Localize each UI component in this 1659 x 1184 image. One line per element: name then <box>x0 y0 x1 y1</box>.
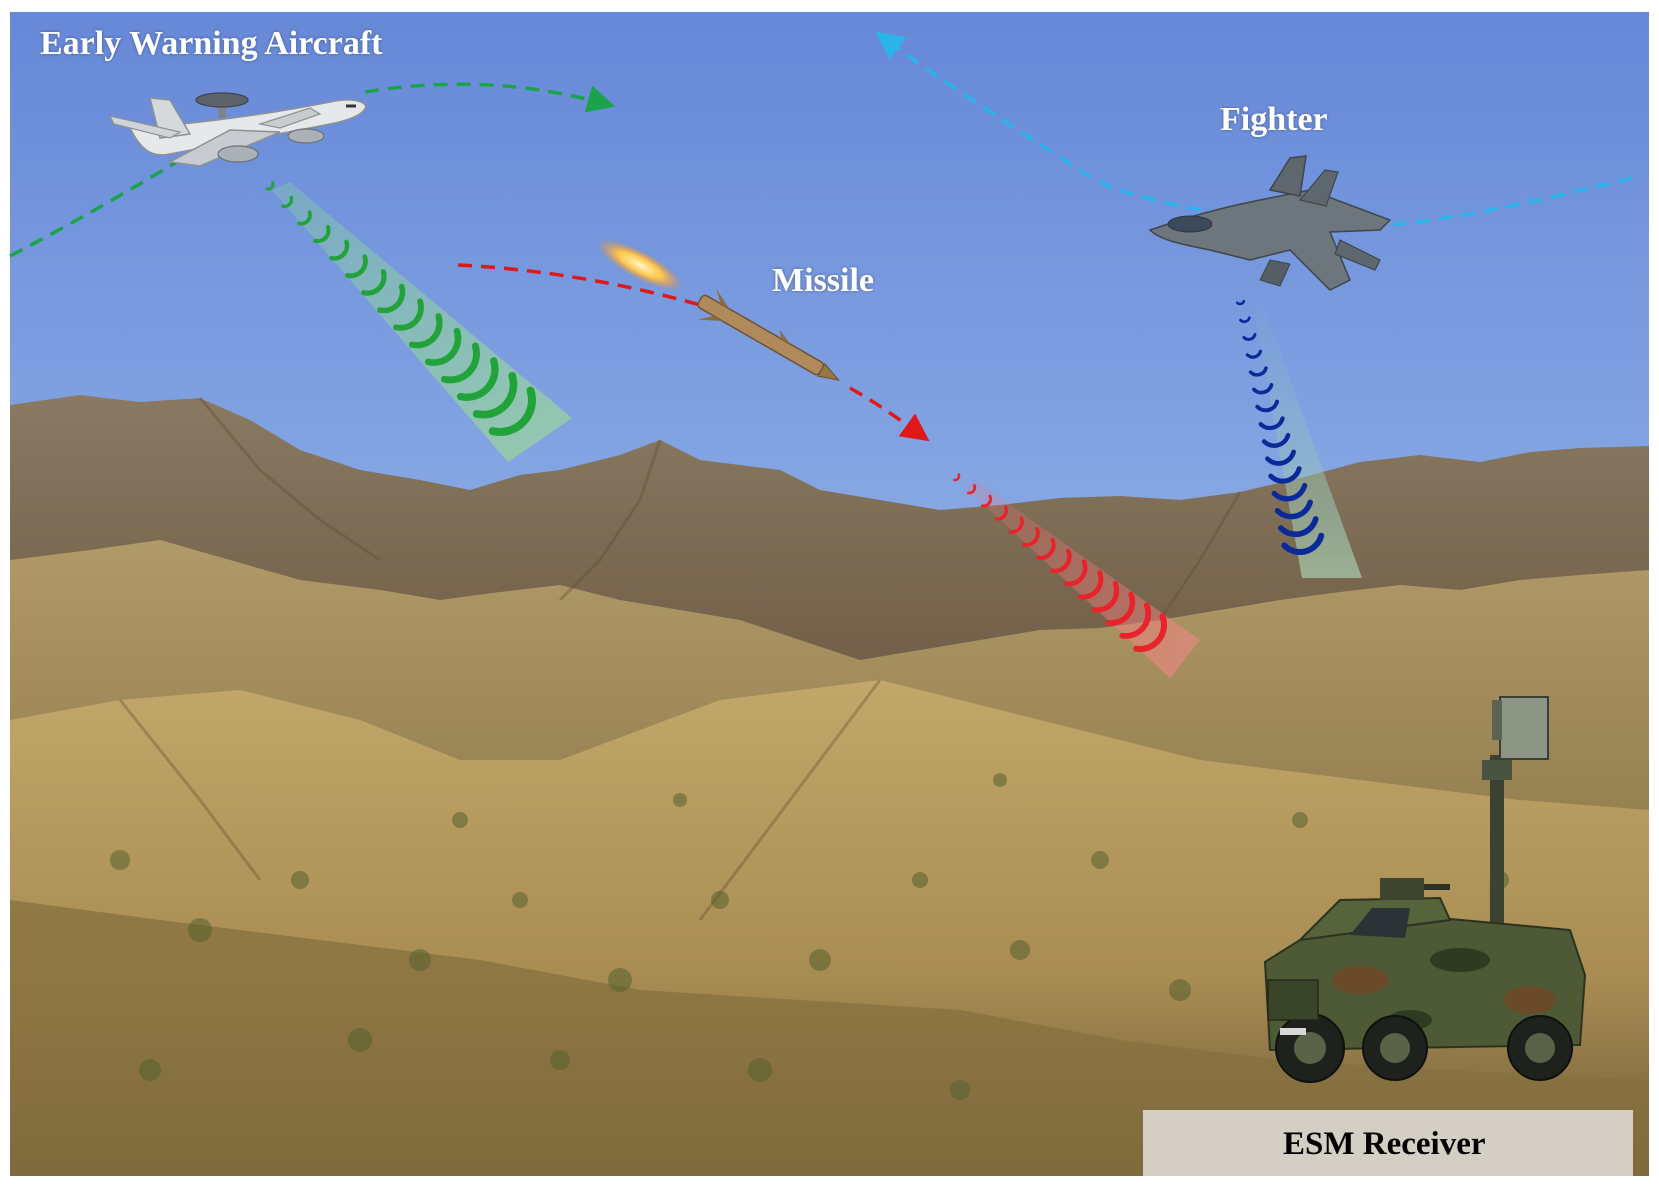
fighter-signal-arc <box>1239 316 1251 324</box>
fighter-signal-arc <box>1261 432 1291 448</box>
awacs-signal-arc <box>281 195 294 209</box>
missile-signal-arc <box>966 484 977 495</box>
missile-signal-arc <box>994 505 1008 521</box>
fighter-signal-arc <box>1274 499 1313 520</box>
fighter-signal-arc <box>1252 383 1274 395</box>
missile-flight-path <box>457 263 711 310</box>
missile-signal-arc <box>1105 591 1136 626</box>
missile-signal-arc <box>953 473 961 482</box>
fighter-signal-emission <box>1235 299 1362 578</box>
missile-signal-arc <box>1036 537 1056 561</box>
awacs-flight-path-ahead <box>364 82 616 113</box>
missile-signal-arc <box>1008 516 1024 534</box>
fighter-label: Fighter <box>1220 101 1328 138</box>
awacs-signal-arc <box>393 298 424 331</box>
shrubs <box>110 773 1509 1100</box>
missile-flight-path-ahead <box>849 386 930 442</box>
missile-signal-arc <box>1022 527 1040 547</box>
missile-signal-arc <box>1119 602 1152 639</box>
awacs-flight-path <box>9 158 181 258</box>
fighter-signal-arc <box>1248 366 1268 377</box>
esm-receiver-label: ESM Receiver <box>1283 1126 1486 1162</box>
fighter-signal-arc <box>1271 482 1308 502</box>
fighter-signal-arc <box>1255 399 1280 413</box>
awacs-signal-arc <box>440 342 480 384</box>
awacs-signal-arc <box>313 225 331 244</box>
early-warning-aircraft-icon <box>108 92 367 167</box>
awacs-signal-arc <box>456 357 499 401</box>
fighter-flight-path <box>875 31 1633 229</box>
fighter-signal-arc <box>1245 349 1263 359</box>
fighter-signal-arc <box>1268 466 1302 484</box>
awacs-signal-arc <box>488 386 536 436</box>
missile-label: Missile <box>772 262 874 299</box>
early-warning-aircraft-label: Early Warning Aircraft <box>40 25 383 62</box>
missile-icon <box>597 239 841 381</box>
awacs-signal-arc <box>408 313 443 349</box>
fighter-signal-arc <box>1258 416 1285 431</box>
missile-signal-arc <box>1133 613 1167 652</box>
awacs-signal-arc <box>377 283 406 314</box>
missile-signal-arc <box>1063 559 1088 587</box>
fighter-signal-arc <box>1242 333 1257 341</box>
awacs-signal-arc <box>345 254 368 279</box>
missile-signal-arc <box>980 494 993 508</box>
esm-receiver-label-box <box>1143 1110 1633 1176</box>
missile-signal-arc <box>1091 580 1120 613</box>
fighter-jet-icon <box>1148 155 1392 291</box>
fighter-signal-arc <box>1235 299 1246 306</box>
missile-signal-arc <box>1077 570 1104 600</box>
awacs-signal-arc <box>472 371 518 419</box>
terrain-shading <box>118 397 1242 921</box>
fighter-signal-arc <box>1265 449 1296 466</box>
awacs-signal-arc <box>329 239 350 261</box>
awacs-signal-arc <box>361 269 387 296</box>
fighter-signal-arc <box>1278 516 1319 538</box>
missile-signal-emission <box>953 473 1200 678</box>
awacs-signal-arc <box>265 181 275 191</box>
awacs-signal-arc <box>297 210 312 226</box>
missile-signal-arc <box>1050 548 1072 574</box>
fighter-signal-arc <box>1281 532 1325 555</box>
awacs-signal-emission <box>265 181 572 462</box>
awacs-signal-arc <box>424 327 462 366</box>
esm-vehicle-icon <box>1263 696 1587 1083</box>
